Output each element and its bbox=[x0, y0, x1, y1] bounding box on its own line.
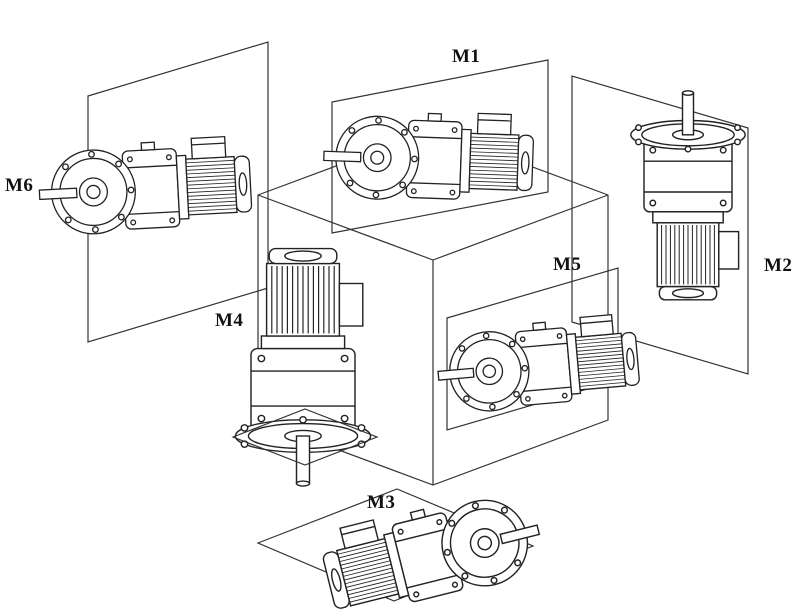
label-m5: M5 bbox=[553, 254, 582, 275]
label-m1: M1 bbox=[452, 46, 481, 67]
mounting-plane-m4 bbox=[231, 408, 379, 466]
gearmotor-m6-drawing bbox=[36, 134, 254, 238]
label-m6: M6 bbox=[5, 175, 34, 196]
gearmotor-m4-drawing bbox=[234, 247, 372, 487]
label-m4: M4 bbox=[215, 310, 244, 331]
gearmotor-m1-drawing bbox=[321, 107, 535, 206]
label-m2: M2 bbox=[764, 255, 793, 276]
mounting-plane-m1 bbox=[331, 59, 549, 234]
label-m3: M3 bbox=[367, 492, 396, 513]
gearmotor-m5-drawing bbox=[433, 312, 642, 416]
gearmotor-m3-drawing bbox=[316, 481, 550, 613]
mounting-plane-m2 bbox=[571, 75, 749, 375]
